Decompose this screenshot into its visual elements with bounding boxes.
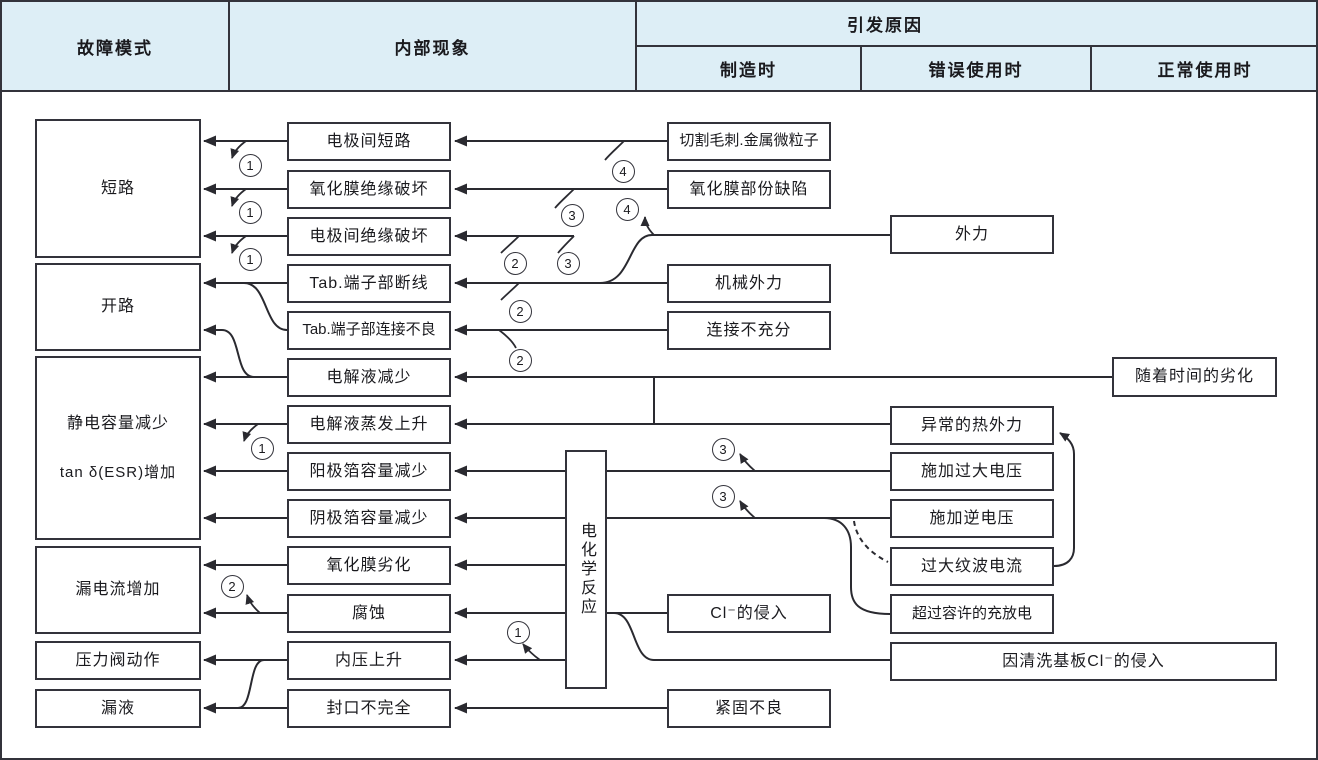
cause-box-cutting-burr: 切割毛刺.金属微粒子: [667, 122, 831, 161]
connector-num-1-d: 1: [250, 436, 274, 460]
cause-box-excess-ripple: 过大纹波电流: [890, 547, 1054, 586]
cause-box-reverse-voltage: 施加逆电压: [890, 499, 1054, 538]
connector-num-1-b: 1: [238, 200, 262, 224]
failure-box-leakage-current: 漏电流增加: [35, 546, 201, 634]
header-failure-mode: 故障模式: [2, 2, 230, 90]
phenomenon-box-incomplete-sealing: 封口不完全: [287, 689, 451, 728]
connector-num-4-a: 4: [611, 159, 635, 183]
phenomenon-box-electrolyte-decrease: 电解液减少: [287, 358, 451, 397]
failure-box-pressure-valve: 压力阀动作: [35, 641, 201, 680]
cause-box-pcb-cleaning-cl: 因清洗基板Cl⁻的侵入: [890, 642, 1277, 681]
cause-box-insufficient-connection: 连接不充分: [667, 311, 831, 350]
failure-box-short-circuit: 短路: [35, 119, 201, 258]
connector-num-3-d: 3: [711, 484, 735, 508]
failure-box-liquid-leak: 漏液: [35, 689, 201, 728]
connector-num-1-a: 1: [238, 153, 262, 177]
capacitance-decrease-label: 静电容量减少: [66, 414, 169, 432]
connector-num-3-c: 3: [711, 437, 735, 461]
connector-num-2-c: 2: [508, 348, 532, 372]
cause-box-oxide-film-defect: 氧化膜部份缺陷: [667, 170, 831, 209]
phenomenon-box-electrode-short: 电极间短路: [287, 122, 451, 161]
header-trigger-cause: 引发原因: [637, 2, 1316, 47]
phenomenon-box-tab-poor-connection: Tab.端子部连接不良: [287, 311, 451, 350]
pcb-cleaning-link: [613, 612, 890, 661]
charge-discharge-link: [823, 517, 891, 615]
connector-num-2-a: 2: [503, 251, 527, 275]
phenomenon-box-oxide-film-degradation: 氧化膜劣化: [287, 546, 451, 585]
cause-box-cl-intrusion: Cl⁻的侵入: [667, 594, 831, 633]
connector-num-2-d: 2: [220, 574, 244, 598]
header-when-manufacturing: 制造时: [637, 47, 862, 90]
phenomenon-box-tab-wire-break: Tab.端子部断线: [287, 264, 451, 303]
table-header: 故障模式 内部现象 引发原因 制造时 错误使用时 正常使用时: [2, 2, 1316, 92]
phenomenon-box-corrosion: 腐蚀: [287, 594, 451, 633]
phenomenon-box-electrode-insulation-breakdown: 电极间绝缘破坏: [287, 217, 451, 256]
connector-num-3-b: 3: [556, 251, 580, 275]
cause-box-external-force: 外力: [890, 215, 1054, 254]
cause-box-excess-charge-discharge: 超过容许的充放电: [890, 594, 1054, 634]
connector-num-1-e: 1: [506, 620, 530, 644]
header-when-misuse: 错误使用时: [862, 47, 1092, 90]
connector-num-3-a: 3: [560, 203, 584, 227]
phenomenon-box-internal-pressure-rise: 内压上升: [287, 641, 451, 680]
phenomenon-box-electrolyte-evaporation: 电解液蒸发上升: [287, 405, 451, 444]
cause-box-poor-fastening: 紧固不良: [667, 689, 831, 728]
cause-box-overvoltage: 施加过大电压: [890, 452, 1054, 491]
header-internal-phenomenon: 内部现象: [230, 2, 637, 90]
cause-box-abnormal-heat: 异常的热外力: [890, 406, 1054, 445]
header-when-normal: 正常使用时: [1092, 47, 1316, 90]
phenomenon-box-anode-foil-capacity-decrease: 阳极箔容量减少: [287, 452, 451, 491]
electrochemical-reaction-box: 电化学反应: [565, 450, 607, 689]
phenomenon-box-cathode-foil-capacity-decrease: 阴极箔容量减少: [287, 499, 451, 538]
esr-increase-label: tan δ(ESR)增加: [59, 463, 177, 481]
ripple-dashed-link: [853, 520, 889, 563]
arrows-to-phenomena: [454, 135, 1112, 714]
connector-num-1-c: 1: [238, 247, 262, 271]
cause-box-time-degradation: 随着时间的劣化: [1112, 357, 1277, 397]
cause-box-mechanical-force: 机械外力: [667, 264, 831, 303]
connector-num-2-b: 2: [508, 299, 532, 323]
failure-box-open-circuit: 开路: [35, 263, 201, 351]
connector-num-4-b: 4: [615, 197, 639, 221]
ripple-to-heat-link: [1053, 432, 1075, 567]
phenomenon-box-oxide-insulation-breakdown: 氧化膜绝缘破坏: [287, 170, 451, 209]
external-force-link: [599, 234, 890, 284]
failure-box-capacitance-esr: 静电容量减少 tan δ(ESR)增加: [35, 356, 201, 540]
connector-hooks: [230, 140, 756, 661]
arrows-to-failure-modes: [203, 135, 288, 714]
